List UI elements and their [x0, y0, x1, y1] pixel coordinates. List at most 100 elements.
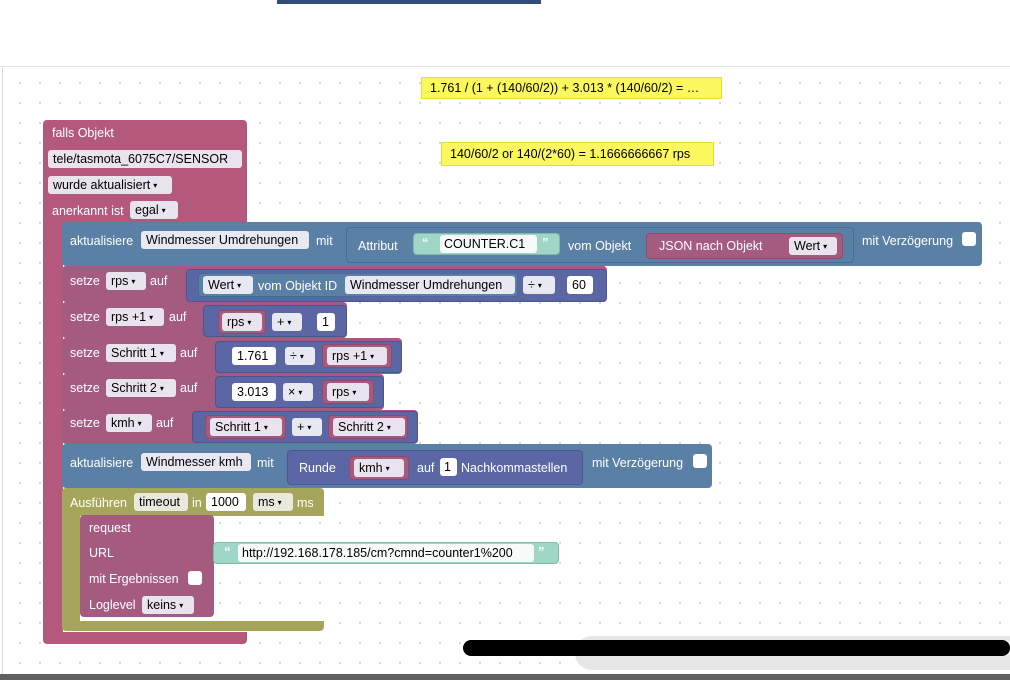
trigger-event-dropdown[interactable]: wurde aktualisiert▾ [48, 176, 172, 194]
set-kmh-to-label: auf [156, 416, 174, 430]
divide-operator-text: ÷ [528, 278, 535, 292]
timeout-block-spine [62, 510, 80, 628]
divide-operator-dropdown[interactable]: ÷▾ [523, 276, 555, 294]
step2-number-field[interactable]: 3.013 [232, 383, 276, 401]
timeout-block-bottom [62, 621, 324, 631]
plus-operator-text: + [277, 315, 285, 329]
update-rotations-label: aktualisiere [70, 234, 134, 248]
horizontal-scrollbar[interactable] [463, 640, 1010, 656]
chevron-down-icon: ▾ [385, 464, 390, 473]
results-checkbox[interactable] [188, 571, 202, 585]
timeout-value-field[interactable]: 1000 [206, 493, 246, 511]
quote-open-icon: “ [224, 544, 231, 559]
update-rotations-delay-checkbox[interactable] [962, 232, 976, 246]
chevron-down-icon: ▾ [823, 242, 828, 251]
chevron-down-icon: ▾ [153, 181, 158, 190]
step2-var-dropdown[interactable]: Schritt 2▾ [333, 418, 405, 436]
object-property-dropdown[interactable]: Wert▾ [203, 276, 253, 294]
trigger-object-text: tele/tasmota_6075C7/SENSOR [53, 152, 229, 166]
set-rps1-to-label: auf [169, 310, 187, 324]
round-on-label: auf [417, 461, 435, 475]
ack-dropdown[interactable]: egal▾ [130, 201, 178, 219]
step1-var-dropdown[interactable]: Schritt 1▾ [210, 418, 282, 436]
update-kmh-delay-checkbox[interactable] [693, 454, 707, 468]
rps-var-dropdown-2[interactable]: rps▾ [327, 383, 369, 401]
rps-var-dropdown[interactable]: rps▾ [222, 313, 262, 331]
timeout-value-text: 1000 [211, 495, 239, 509]
set-rps-var-text: rps [111, 274, 129, 288]
round-block[interactable] [287, 450, 583, 485]
json-value-dropdown[interactable]: Wert▾ [789, 237, 837, 255]
set-step2-to-label: auf [180, 381, 198, 395]
set-step1-to-label: auf [180, 346, 198, 360]
quote-close-icon: ” [538, 544, 545, 559]
chevron-down-icon: ▾ [352, 388, 357, 397]
step1-var-text: Schritt 1 [215, 420, 261, 434]
url-string-block[interactable]: “ http://192.168.178.185/cm?cmnd=counter… [213, 542, 559, 564]
json-value-text: Wert [794, 239, 821, 253]
round-label: Runde [299, 461, 336, 475]
update-kmh-target-text: Windmesser kmh [146, 455, 243, 469]
object-id-field[interactable]: Windmesser Umdrehungen [345, 276, 515, 294]
set-step2-var-dropdown[interactable]: Schritt 2▾ [106, 379, 176, 397]
attribute-value-field[interactable]: COUNTER.C1 [440, 235, 537, 253]
kmh-plus-operator-dropdown[interactable]: +▾ [292, 418, 322, 436]
url-value-field[interactable]: http://192.168.178.185/cm?cmnd=counter1%… [238, 544, 534, 562]
timeout-unit-dropdown[interactable]: ms▾ [253, 493, 293, 511]
trigger-block-spine [43, 228, 63, 638]
step2-operator-text: × [288, 385, 296, 399]
object-id-text: Windmesser Umdrehungen [350, 278, 503, 292]
comment-formula-text: 1.761 / (1 + (140/60/2)) + 3.013 * (140/… [430, 81, 700, 95]
active-tab-indicator[interactable] [277, 0, 541, 4]
chevron-down-icon: ▾ [287, 318, 292, 327]
chevron-down-icon: ▾ [370, 352, 375, 361]
trigger-event-text: wurde aktualisiert [53, 178, 151, 192]
set-step1-var-text: Schritt 1 [111, 346, 157, 360]
round-kmh-var-text: kmh [359, 461, 383, 475]
chevron-down-icon: ▾ [298, 388, 303, 397]
chevron-down-icon: ▾ [149, 313, 154, 322]
decimals-number-field[interactable]: 1 [440, 458, 457, 476]
chevron-down-icon: ▾ [161, 206, 166, 215]
update-rotations-target-dropdown[interactable]: Windmesser Umdrehungen [141, 231, 309, 249]
rps1-var-dropdown[interactable]: rps +1▾ [327, 347, 387, 365]
step1-number-field[interactable]: 1.761 [232, 347, 276, 365]
kmh-plus-operator-text: + [297, 420, 305, 434]
ack-value-text: egal [135, 203, 159, 217]
timeout-unit-text: ms [258, 495, 275, 509]
chevron-down-icon: ▾ [386, 423, 391, 432]
trigger-label: falls Objekt [52, 126, 114, 140]
plus-operator-dropdown[interactable]: +▾ [272, 313, 302, 331]
set-kmh-var-dropdown[interactable]: kmh▾ [106, 414, 152, 432]
ack-label: anerkannt ist [52, 204, 124, 218]
timeout-name-field[interactable]: timeout [134, 493, 188, 511]
step2-number-text: 3.013 [237, 385, 269, 399]
update-rotations-delay-label: mit Verzögerung [862, 234, 954, 248]
attribute-string-block[interactable]: “ COUNTER.C1 ” [413, 233, 560, 255]
chevron-down-icon: ▾ [137, 419, 142, 428]
set-rps1-var-dropdown[interactable]: rps +1▾ [106, 308, 164, 326]
set-step1-var-dropdown[interactable]: Schritt 1▾ [106, 344, 176, 362]
loglevel-dropdown[interactable]: keins▾ [142, 596, 194, 614]
chevron-down-icon: ▾ [159, 384, 164, 393]
one-number-text: 1 [322, 315, 329, 329]
step1-operator-dropdown[interactable]: ÷▾ [285, 347, 315, 365]
comment-formula[interactable]: 1.761 / (1 + (140/60/2)) + 3.013 * (140/… [421, 77, 722, 99]
decimals-number-text: 1 [444, 460, 451, 474]
update-kmh-target-dropdown[interactable]: Windmesser kmh [141, 453, 251, 471]
set-rps-label: setze [70, 274, 100, 288]
bottom-border [0, 674, 1010, 680]
set-step2-var-text: Schritt 2 [111, 381, 157, 395]
top-toolbar [0, 0, 1010, 67]
chevron-down-icon: ▾ [159, 349, 164, 358]
set-rps-var-dropdown[interactable]: rps▾ [106, 272, 146, 290]
one-number-field[interactable]: 1 [317, 313, 335, 331]
update-kmh-label: aktualisiere [70, 456, 134, 470]
step2-operator-dropdown[interactable]: ×▾ [283, 383, 313, 401]
quote-close-icon: ” [542, 235, 549, 250]
divisor-number-field[interactable]: 60 [567, 276, 593, 294]
comment-rps-note[interactable]: 140/60/2 or 140/(2*60) = 1.1666666667 rp… [441, 142, 714, 166]
trigger-object-field[interactable]: tele/tasmota_6075C7/SENSOR [48, 150, 242, 168]
set-rps1-var-text: rps +1 [111, 310, 147, 324]
round-kmh-var-dropdown[interactable]: kmh▾ [354, 459, 404, 477]
